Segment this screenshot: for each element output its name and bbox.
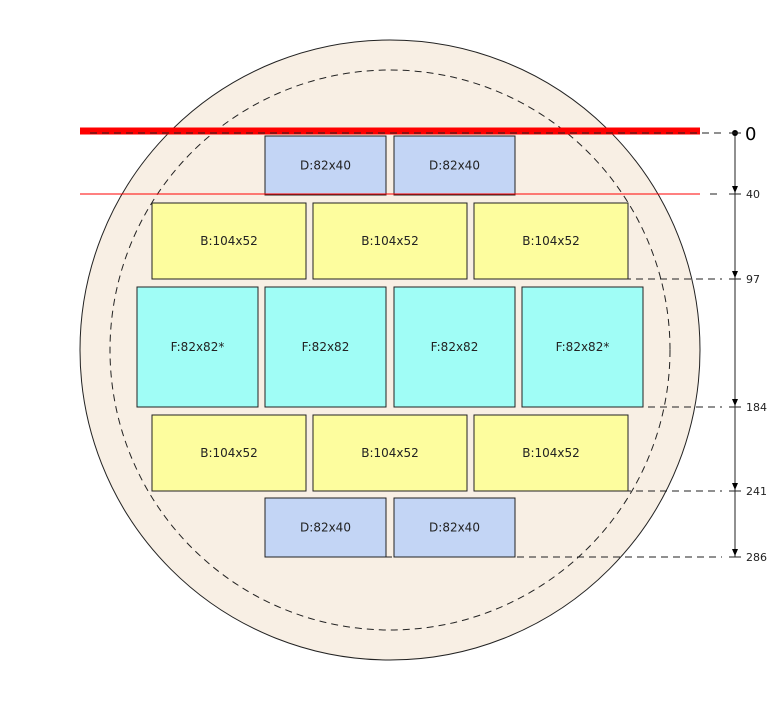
dimension-tick-label: 0 xyxy=(745,124,756,145)
panel-f: F:82x82 xyxy=(393,286,516,408)
panel-f: F:82x82 xyxy=(264,286,387,408)
panel-label: B:104x52 xyxy=(522,234,580,248)
dimension-arrowhead xyxy=(732,483,738,490)
panel-label: D:82x40 xyxy=(429,159,480,173)
panel-d: D:82x40 xyxy=(393,135,516,196)
usable-area-boundary xyxy=(109,69,671,631)
panel-rect xyxy=(521,286,644,408)
wafer-disk xyxy=(79,39,701,661)
panel-label: F:82x82 xyxy=(302,340,350,354)
panel-f: F:82x82* xyxy=(521,286,644,408)
panel-b: B:104x52 xyxy=(151,414,307,492)
panel-rect xyxy=(312,202,468,280)
dimension-arrowhead xyxy=(732,271,738,278)
panel-d: D:82x40 xyxy=(393,497,516,558)
panel-rect xyxy=(264,286,387,408)
dimension-tick-label: 97 xyxy=(746,273,760,286)
dimension-tick-label: 241 xyxy=(746,485,767,498)
dimension-scale: 0 40 97 184 241 286 xyxy=(265,124,767,564)
panel-label: B:104x52 xyxy=(522,446,580,460)
dimension-arrowhead xyxy=(732,186,738,193)
panel-rect xyxy=(312,414,468,492)
panel-label: D:82x40 xyxy=(300,521,351,535)
panel-rect xyxy=(473,202,629,280)
panel-label: F:82x82* xyxy=(171,340,225,354)
panel-label: F:82x82* xyxy=(556,340,610,354)
panel-b: B:104x52 xyxy=(151,202,307,280)
panel-label: F:82x82 xyxy=(431,340,479,354)
panel-label: B:104x52 xyxy=(361,234,419,248)
dimension-tick-label: 184 xyxy=(746,401,767,414)
panel-b: B:104x52 xyxy=(312,202,468,280)
panel-label: B:104x52 xyxy=(200,446,258,460)
panel-b: B:104x52 xyxy=(473,414,629,492)
panel-label: B:104x52 xyxy=(200,234,258,248)
panel-label: D:82x40 xyxy=(300,159,351,173)
panel-rect xyxy=(151,414,307,492)
dimension-arrowhead xyxy=(732,549,738,556)
dimension-tick-label: 40 xyxy=(746,188,760,201)
panel-d: D:82x40 xyxy=(264,135,387,196)
panel-d: D:82x40 xyxy=(264,497,387,558)
panel-f: F:82x82* xyxy=(136,286,259,408)
panel-b: B:104x52 xyxy=(312,414,468,492)
panel-rect xyxy=(393,135,516,196)
panel-rect xyxy=(473,414,629,492)
panel-b: B:104x52 xyxy=(473,202,629,280)
panel-rect xyxy=(264,135,387,196)
panel-rect xyxy=(393,286,516,408)
panel-rect xyxy=(393,497,516,558)
dimension-tick-label: 286 xyxy=(746,551,767,564)
panel-label: B:104x52 xyxy=(361,446,419,460)
panel-rect xyxy=(136,286,259,408)
dimension-arrowhead xyxy=(732,399,738,406)
panel-rect xyxy=(151,202,307,280)
panel-label: D:82x40 xyxy=(429,521,480,535)
panel-rect xyxy=(264,497,387,558)
